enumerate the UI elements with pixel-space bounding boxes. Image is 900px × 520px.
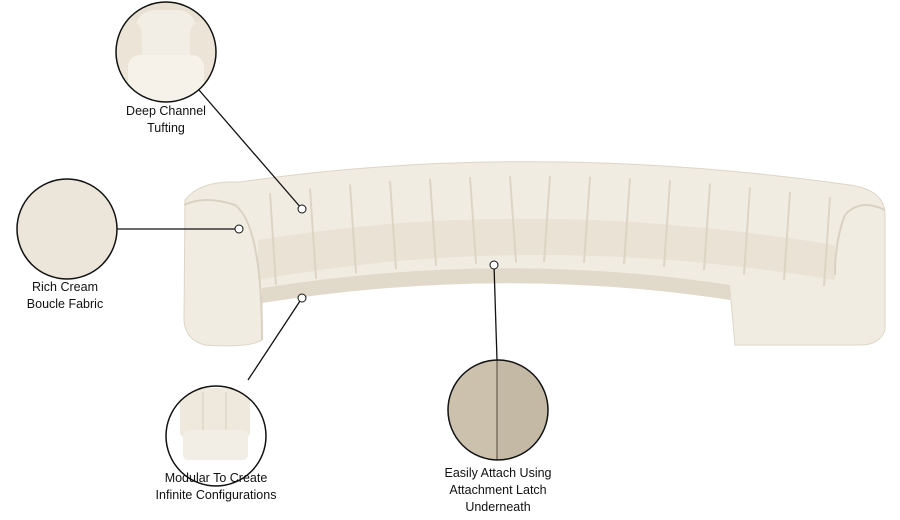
callout-label-modular: Modular To Create Infinite Configuration… <box>156 470 277 504</box>
callout-label-fabric: Rich Cream Boucle Fabric <box>27 279 103 313</box>
channel-line <box>543 175 551 263</box>
label-line: Easily Attach Using <box>444 466 552 480</box>
callout-label-tufting: Deep Channel Tufting <box>126 103 206 137</box>
detail-circle-tufting <box>115 1 217 103</box>
channel-line <box>309 188 317 279</box>
channel-line <box>783 191 791 280</box>
channel-line <box>743 187 751 275</box>
dot-fabric <box>234 224 244 234</box>
channel-line <box>663 180 671 267</box>
dot-tufting <box>297 204 307 214</box>
label-line: Modular To Create <box>164 471 268 485</box>
callout-label-attach: Easily Attach Using Attachment Latch Und… <box>445 465 552 516</box>
channel-line <box>429 178 437 267</box>
label-line: Infinite Configurations <box>155 488 277 502</box>
label-line: Deep Channel <box>126 104 206 118</box>
label-line: Underneath <box>465 500 531 514</box>
label-line: Attachment Latch <box>449 483 547 497</box>
channel-line <box>823 197 831 287</box>
label-line: Tufting <box>147 121 185 135</box>
curved-sofa <box>183 161 886 347</box>
channel-line <box>389 181 397 270</box>
leader-line-modular <box>247 297 303 381</box>
detail-circle-fabric <box>16 178 118 280</box>
channel-line <box>269 193 277 286</box>
channel-line <box>703 183 711 271</box>
detail-circle-modular <box>165 385 267 487</box>
leader-lines <box>117 89 498 381</box>
detail-circle-attach <box>447 359 549 461</box>
leader-line-attach <box>493 264 498 361</box>
channel-line <box>583 176 591 263</box>
label-line: Boucle Fabric <box>26 297 104 311</box>
dot-attach <box>489 260 499 270</box>
dot-modular <box>297 293 307 303</box>
callout-dots <box>234 204 499 303</box>
leader-line-tufting <box>198 89 303 210</box>
channel-tufting-lines <box>269 175 831 287</box>
label-line: Rich Cream <box>32 280 98 294</box>
channel-line <box>623 178 631 265</box>
channel-line <box>509 176 517 263</box>
channel-line <box>349 184 357 274</box>
channel-line <box>469 176 477 264</box>
